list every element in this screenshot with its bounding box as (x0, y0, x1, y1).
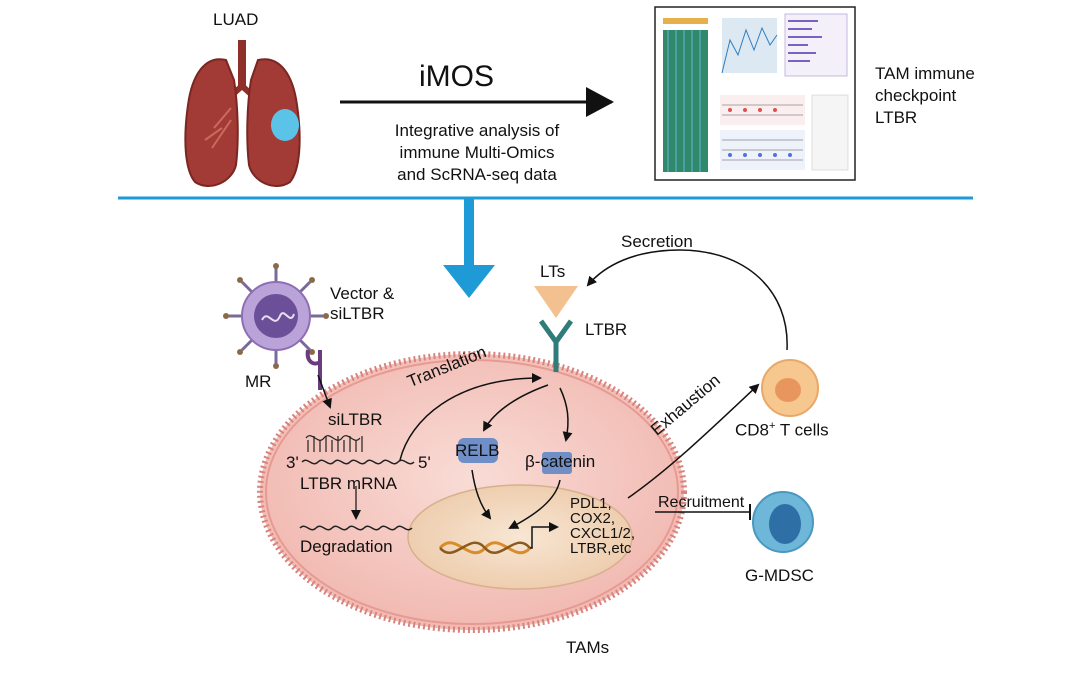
relb-to-nucleus-arrow (471, 469, 492, 520)
catenin-to-nucleus-arrow (508, 479, 561, 529)
target-gene: COX2, (570, 510, 616, 527)
analysis-line: and ScRNA-seq data (397, 165, 557, 184)
vector-label: Vector & siLTBR (330, 284, 394, 324)
catenin-box (542, 452, 572, 474)
cd8-suffix: T cells (775, 420, 829, 440)
virus-icon (223, 263, 329, 369)
ltbr-label: LTBR (585, 320, 628, 339)
three-prime-label: 3' (286, 453, 299, 472)
result-line: LTBR (875, 108, 918, 127)
relb-box (458, 438, 498, 463)
degraded-mrna-strand (299, 525, 413, 531)
luad-label: LUAD (213, 10, 259, 29)
dna-icon (438, 541, 532, 555)
target-genes: PDL1, COX2, CXCL1/2, LTBR,etc (570, 496, 635, 556)
recruitment-label: Recruitment (658, 494, 745, 511)
result-line: checkpoint (875, 86, 957, 105)
analysis-figure-thumbnail (654, 6, 856, 181)
imos-label: iMOS (419, 60, 494, 93)
result-description: TAM immune checkpoint LTBR (875, 63, 975, 129)
mr-label: MR (245, 372, 272, 391)
cd8-text: CD8 (735, 420, 770, 440)
ltbr-mrna-label: LTBR mRNA (300, 474, 397, 493)
relb-label: RELB (455, 441, 500, 460)
analysis-description: Integrative analysis of immune Multi-Omi… (362, 120, 592, 186)
transcription-arrow (530, 522, 559, 549)
ltbr-to-catenin-arrow (559, 387, 573, 442)
ltbr-receptor-icon (538, 319, 574, 372)
beta-catenin-label: β-catenin (525, 452, 596, 471)
target-gene: CXCL1/2, (570, 525, 636, 542)
cd8-t-cells-label: CD8+ T cells (735, 420, 829, 441)
analysis-line: Integrative analysis of (394, 121, 560, 140)
translation-arrow (399, 373, 542, 461)
vector-line: Vector & (330, 284, 395, 303)
ltbr-mrna-strand (301, 459, 415, 465)
tumor-spot (271, 109, 299, 141)
lungs-icon (184, 40, 301, 187)
nucleus (407, 484, 633, 590)
ltbr-to-relb-arrow (483, 384, 549, 432)
gmdsc-label: G-MDSC (745, 566, 814, 585)
result-line: TAM immune (875, 64, 975, 83)
tams-label: TAMs (566, 638, 610, 657)
lts-label: LTs (540, 262, 566, 281)
target-gene: PDL1, (570, 495, 612, 512)
vector-line: siLTBR (330, 304, 385, 323)
five-prime-label: 5' (418, 453, 431, 472)
secretion-arrow (586, 249, 788, 351)
degradation-label: Degradation (300, 537, 393, 556)
cd8-t-cell-icon (761, 359, 819, 417)
lts-ligand-icon (534, 286, 578, 318)
down-arrow-icon (443, 198, 495, 298)
mr-arrow (317, 374, 332, 409)
mr-receptor-icon (305, 349, 322, 390)
gmdsc-cell-icon (752, 491, 814, 553)
siltbr-label: siLTBR (328, 410, 383, 429)
exhaustion-arrow (627, 383, 760, 499)
analysis-line: immune Multi-Omics (399, 143, 555, 162)
cd8-superscript: + (769, 420, 776, 432)
sirna-duplex (305, 435, 363, 452)
target-gene: LTBR,etc (570, 540, 632, 557)
secretion-label: Secretion (621, 232, 693, 251)
